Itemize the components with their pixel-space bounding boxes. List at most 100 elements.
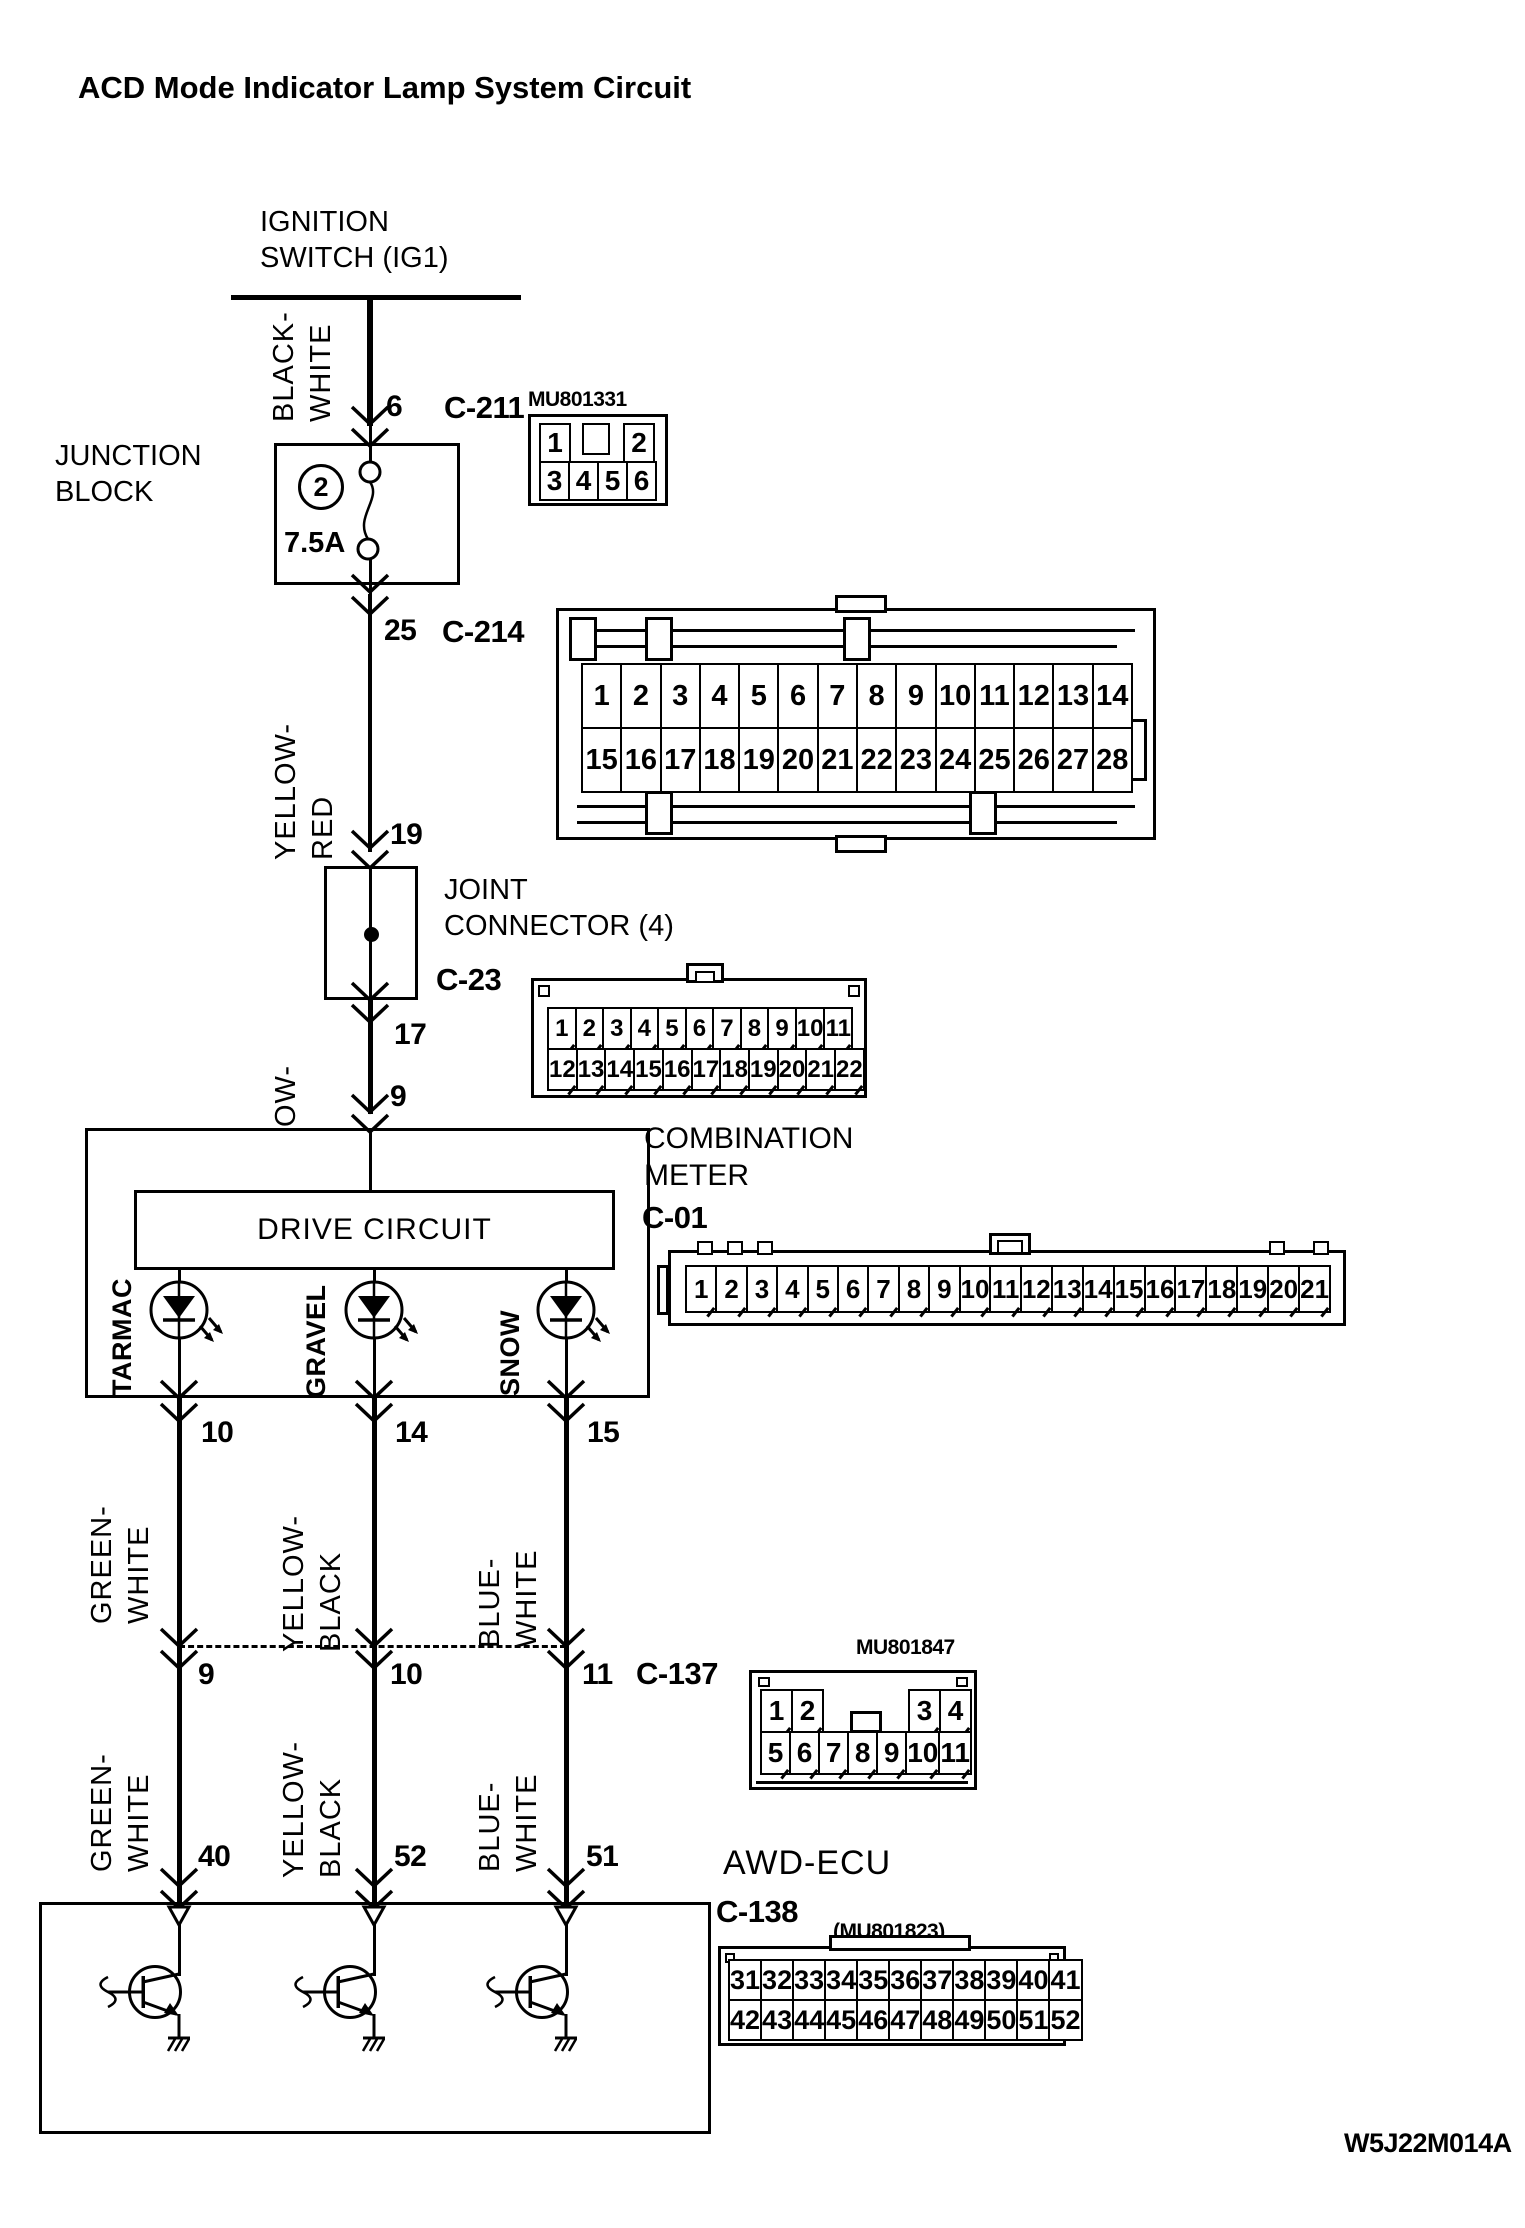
connector-pin-cell: 9 [876, 1731, 908, 1779]
pin-slash-icon [1196, 1306, 1206, 1317]
connector-chevron-icon [354, 1867, 394, 1889]
c23-key-inner [695, 971, 715, 983]
connector-pin-cell: 36 [888, 1959, 923, 2001]
wire [372, 1902, 376, 1976]
ignition-switch-label: IGNITION SWITCH (IG1) [260, 206, 449, 274]
indicator-label-tarmac: TARMAC [107, 1278, 137, 1396]
connector-code-c137: C-137 [636, 1656, 718, 1691]
connector-pin-cell: 22 [834, 1048, 865, 1095]
pin-slash-icon [767, 1084, 777, 1095]
c214-latch [843, 617, 871, 661]
connector-pin-cell: 4 [776, 1265, 809, 1317]
pin-label-joint-out: 17 [394, 1018, 427, 1051]
wire [368, 1130, 372, 1192]
pin-slash-icon [797, 1306, 807, 1317]
wire [368, 594, 372, 852]
c214-latch [645, 617, 673, 661]
connector-pin-cell: 11 [938, 1731, 972, 1779]
drive-circuit-box: DRIVE CIRCUIT [134, 1190, 615, 1270]
connector-pin-cell: 24 [934, 727, 976, 793]
connector-pin-cell: 12 [547, 1048, 578, 1095]
connector-pin-cell: 25 [973, 727, 1016, 793]
connector-chevron-icon [354, 1627, 394, 1649]
indicator-label-gravel: GRAVEL [301, 1284, 331, 1398]
pin-slash-icon [896, 1768, 906, 1779]
connector-pin-cell: 19 [738, 727, 780, 793]
connector-pin-cell: 1 [685, 1265, 718, 1317]
pin-slash-icon [796, 1084, 806, 1095]
pin-slash-icon [1042, 1306, 1051, 1317]
combination-meter-label: COMBINATION METER [644, 1122, 854, 1192]
connector-pin-cell: 1 [547, 1007, 577, 1054]
connector-pin-cell: 4 [698, 663, 741, 729]
connector-pin-cell: 2 [574, 1007, 605, 1054]
connector-pin-cell: 51 [1016, 1999, 1051, 2041]
pin-slash-icon [780, 1768, 790, 1779]
c214-top-tab [835, 595, 887, 613]
pin-slash-icon [1289, 1306, 1299, 1317]
connector-pin-cell: 3 [602, 1007, 632, 1054]
fuse-number-icon: 2 [298, 464, 344, 510]
connector-pin-cell: 19 [747, 1048, 779, 1095]
connector-chevron-icon [159, 1649, 199, 1671]
wire [367, 300, 373, 426]
diode-triangle-icon [361, 1905, 387, 1929]
pin-slash-icon [853, 1084, 863, 1095]
wire [367, 1000, 373, 1114]
connector-pin-cell: 6 [789, 1731, 821, 1779]
connector-pin-cell: 20 [777, 727, 819, 793]
connector-code-c214: C-214 [442, 614, 524, 649]
pin-slash-icon [980, 1306, 990, 1317]
power-bus-bar [231, 295, 521, 300]
connector-pin-cell: 15 [581, 727, 623, 793]
connector-pin-cell: 26 [1013, 727, 1055, 793]
pin-slash-icon [919, 1306, 929, 1317]
connector-pin-cell: 45 [824, 1999, 859, 2041]
connector-pin-cell: 18 [1205, 1265, 1239, 1317]
led-icon [536, 1280, 610, 1342]
pin-slash-icon [710, 1084, 720, 1095]
connector-pin-cell: 20 [776, 1048, 808, 1095]
pin-label-awd-1: 40 [198, 1840, 231, 1873]
awd-ecu-label: AWD-ECU [723, 1844, 892, 1882]
connector-pin-cell: 3 [659, 663, 701, 729]
connector-pin-cell: 14 [1081, 1265, 1115, 1317]
pin-label-meter-out-1: 10 [201, 1416, 234, 1449]
connector-pin-cell: 17 [659, 727, 701, 793]
c01-tab [1313, 1241, 1329, 1255]
connector-part-mu801847: MU801847 [856, 1636, 955, 1659]
connector-pin-cell: 6 [836, 1265, 870, 1317]
connector-chevron-icon [354, 1649, 394, 1671]
connector-chevron-icon [350, 1003, 390, 1025]
connector-pin-cell: 1 [760, 1689, 793, 1737]
connector-chevron-icon [350, 405, 390, 427]
wire [563, 1398, 569, 1905]
connector-pin-cell: 4 [939, 1689, 972, 1737]
connector-pin-cell: 8 [847, 1731, 879, 1779]
connector-pin-cell: 4 [568, 461, 599, 501]
connector-chevron-icon [546, 1649, 586, 1671]
pin-slash-icon [1103, 1306, 1113, 1317]
connector-pin-cell: 2 [715, 1265, 748, 1317]
connector-pin-cell: 28 [1091, 727, 1133, 793]
led-icon [344, 1280, 418, 1342]
c137-shell-line [756, 1781, 968, 1784]
connector-chevron-icon [354, 1402, 394, 1424]
c01-tab [757, 1241, 773, 1255]
page-title: ACD Mode Indicator Lamp System Circuit [78, 70, 692, 105]
wire-yellow-black-label-2: YELLOW- BLACK [278, 1740, 347, 1878]
connector-pin-cell: 35 [856, 1959, 891, 2001]
connector-pin-cell: 6 [777, 663, 819, 729]
pin-slash-icon [809, 1768, 819, 1779]
pin-slash-icon [595, 1084, 605, 1095]
pin-slash-icon [1320, 1306, 1330, 1317]
wire-blue-white-label-2: BLUE- WHITE [474, 1773, 543, 1872]
